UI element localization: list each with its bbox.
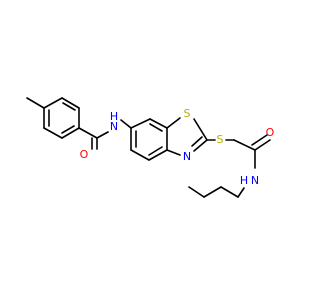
bond-thiazole-4 bbox=[166, 149, 181, 156]
atom-label-amide-h: H bbox=[110, 110, 118, 123]
bond-butyl-2 bbox=[220, 186, 239, 198]
bond-ch2-carbonyl bbox=[233, 139, 256, 151]
atom-label-amide-o: O bbox=[80, 148, 89, 161]
bond-carbonyl-o-acetamide-1 bbox=[254, 139, 271, 151]
bond-butyl-4 bbox=[188, 186, 205, 198]
atom-label-amide-n: N bbox=[110, 120, 118, 133]
bond-n-benzo bbox=[120, 119, 132, 129]
bond-thiazole-3b bbox=[191, 136, 203, 147]
atom-label-acetamide-h: H bbox=[240, 174, 248, 187]
bond-benzo-4 bbox=[148, 149, 168, 161]
bond-group bbox=[26, 97, 271, 198]
bond-thiazole-3 bbox=[193, 139, 208, 152]
bond-thiazole-2 bbox=[193, 118, 208, 141]
bond-aryl-carbonyl bbox=[78, 127, 98, 139]
molecule-structure: N H O S N S O N H bbox=[0, 0, 300, 300]
bond-tolyl-1 bbox=[43, 97, 63, 109]
bond-tolyl-inner-2 bbox=[61, 125, 75, 134]
bond-methyl bbox=[26, 97, 45, 109]
bond-n-butyl-1 bbox=[237, 187, 245, 198]
bond-benzo-inner-1 bbox=[149, 123, 163, 132]
bond-benzo-inner-2 bbox=[148, 146, 163, 156]
canvas-background bbox=[0, 0, 300, 300]
atom-label-thiazole-n: N bbox=[183, 150, 191, 163]
bond-tolyl-5 bbox=[43, 127, 63, 139]
bond-tolyl-4 bbox=[61, 127, 80, 139]
bond-thiazole-1 bbox=[166, 117, 181, 129]
bond-carbonyl-n bbox=[96, 131, 109, 139]
bond-benzo-2 bbox=[149, 118, 168, 129]
bond-tolyl-2 bbox=[61, 97, 80, 109]
bond-tolyl-inner-1 bbox=[62, 102, 76, 111]
bond-butyl-3 bbox=[203, 186, 222, 198]
atom-label-thiazole-s: S bbox=[184, 107, 191, 120]
atom-label-thioether-s: S bbox=[217, 133, 224, 146]
atom-label-acetamide-n: N bbox=[251, 174, 259, 187]
atom-label-acetamide-o: O bbox=[266, 126, 275, 139]
bond-benzo-5 bbox=[130, 149, 150, 161]
bond-carbonyl-o-acetamide-2 bbox=[251, 134, 268, 146]
atom-labels: N H O S N S O N H bbox=[80, 107, 275, 187]
bond-benzo-1 bbox=[130, 118, 151, 129]
